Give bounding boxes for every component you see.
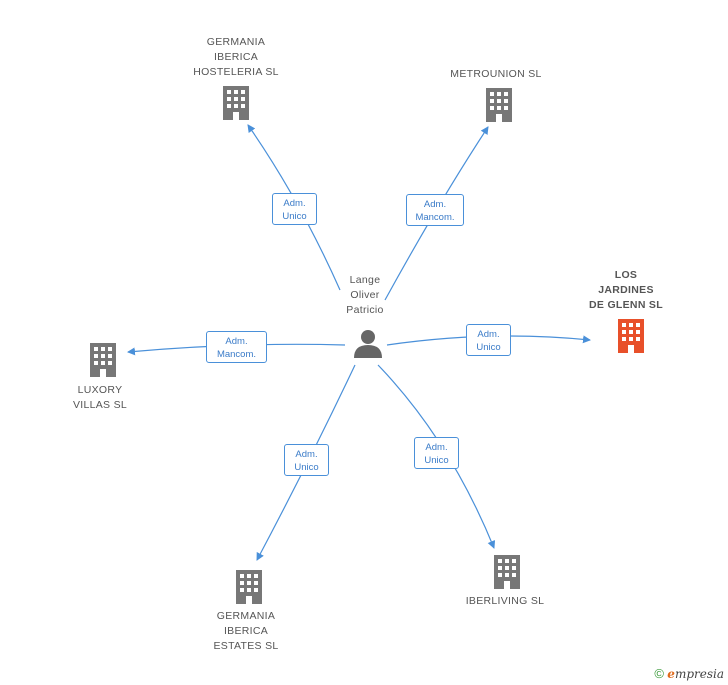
brand-initial: e [667,667,675,681]
copyright-icon: © [654,666,664,681]
company-name-los-jardines[interactable]: LOS JARDINES DE GLENN SL [589,269,663,311]
brand-name: mpresia [674,667,724,681]
company-name-metrounion[interactable]: METROUNION SL [450,68,542,80]
company-name-luxory-villas[interactable]: LUXORY VILLAS SL [72,384,128,411]
relation-label-luxory-villas: Adm. Mancom. [206,331,267,363]
brand-logo: © empresia [654,666,724,681]
person-icon[interactable] [353,328,383,358]
company-name-germania-hosteleria[interactable]: GERMANIA IBERICA HOSTELERIA SL [193,36,279,78]
relation-label-metrounion: Adm. Mancom. [406,194,464,226]
building-icon [223,86,249,120]
company-name-germania-estates[interactable]: GERMANIA IBERICA ESTATES SL [213,610,279,652]
building-icon [486,88,512,122]
company-name-iberliving[interactable]: IBERLIVING SL [465,595,545,607]
relation-label-germania-estates: Adm. Unico [284,444,329,476]
building-icon [494,555,520,589]
building-icon-highlighted [618,319,644,353]
building-icon [90,343,116,377]
relation-label-germania-hosteleria: Adm. Unico [272,193,317,225]
relation-label-iberliving: Adm. Unico [414,437,459,469]
relation-label-los-jardines: Adm. Unico [466,324,511,356]
building-icon [236,570,262,604]
center-person-name[interactable]: Lange Oliver Patricio [346,274,384,316]
